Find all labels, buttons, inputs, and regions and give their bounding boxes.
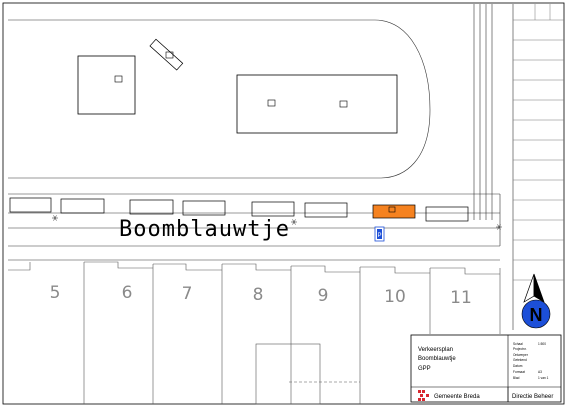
department-name: Directie Beheer — [512, 394, 553, 400]
field-label: Datum — [513, 364, 523, 368]
field-label: Getekend — [513, 358, 527, 362]
house-number: 11 — [450, 288, 472, 308]
field-label: Schaal — [513, 342, 523, 346]
marker-box — [388, 206, 396, 213]
field-label: Projectnr. — [513, 347, 527, 351]
municipality-name: Gemeente Breda — [434, 394, 480, 400]
svg-text:P: P — [377, 233, 381, 239]
house-number: 6 — [122, 283, 133, 303]
rounded-block — [8, 19, 431, 179]
house-number: 8 — [253, 285, 264, 305]
field-value: A3 — [538, 370, 542, 374]
parking-bay-highlighted — [372, 204, 416, 219]
building-right — [236, 74, 398, 134]
parking-bays — [9, 197, 469, 222]
parking-sign-icon: P — [374, 226, 385, 242]
house-number: 9 — [318, 286, 329, 306]
field-label: Ontwerper — [513, 353, 529, 357]
field-label: Formaat — [513, 370, 525, 374]
house-number: 7 — [182, 284, 193, 304]
right-lots — [513, 4, 564, 281]
field-value: 1 van 1 — [538, 376, 549, 380]
field-value: 1:500 — [538, 342, 546, 346]
north-arrow-icon: N — [521, 273, 551, 329]
house-number: 5 — [50, 283, 61, 303]
tilted-structure — [149, 38, 184, 71]
building-left — [77, 55, 136, 115]
house-number: 10 — [384, 287, 406, 307]
municipality-logo-icon — [418, 390, 429, 401]
field-label: Blad — [513, 376, 520, 380]
marker-box — [165, 51, 174, 59]
north-letter: N — [530, 305, 543, 325]
street-lamp-icons — [52, 215, 502, 230]
title-line: GPP — [418, 366, 431, 372]
street-name-label: Boomblauwtje — [119, 217, 290, 242]
title-block: Verkeersplan Boomblauwtje GPP Gemeente B… — [410, 334, 562, 403]
title-line: Verkeersplan — [418, 347, 453, 353]
house-lots — [8, 261, 501, 405]
title-line: Boomblauwtje — [418, 356, 456, 362]
marker-box — [267, 99, 276, 107]
marker-box — [114, 75, 123, 83]
marker-box — [339, 100, 348, 108]
